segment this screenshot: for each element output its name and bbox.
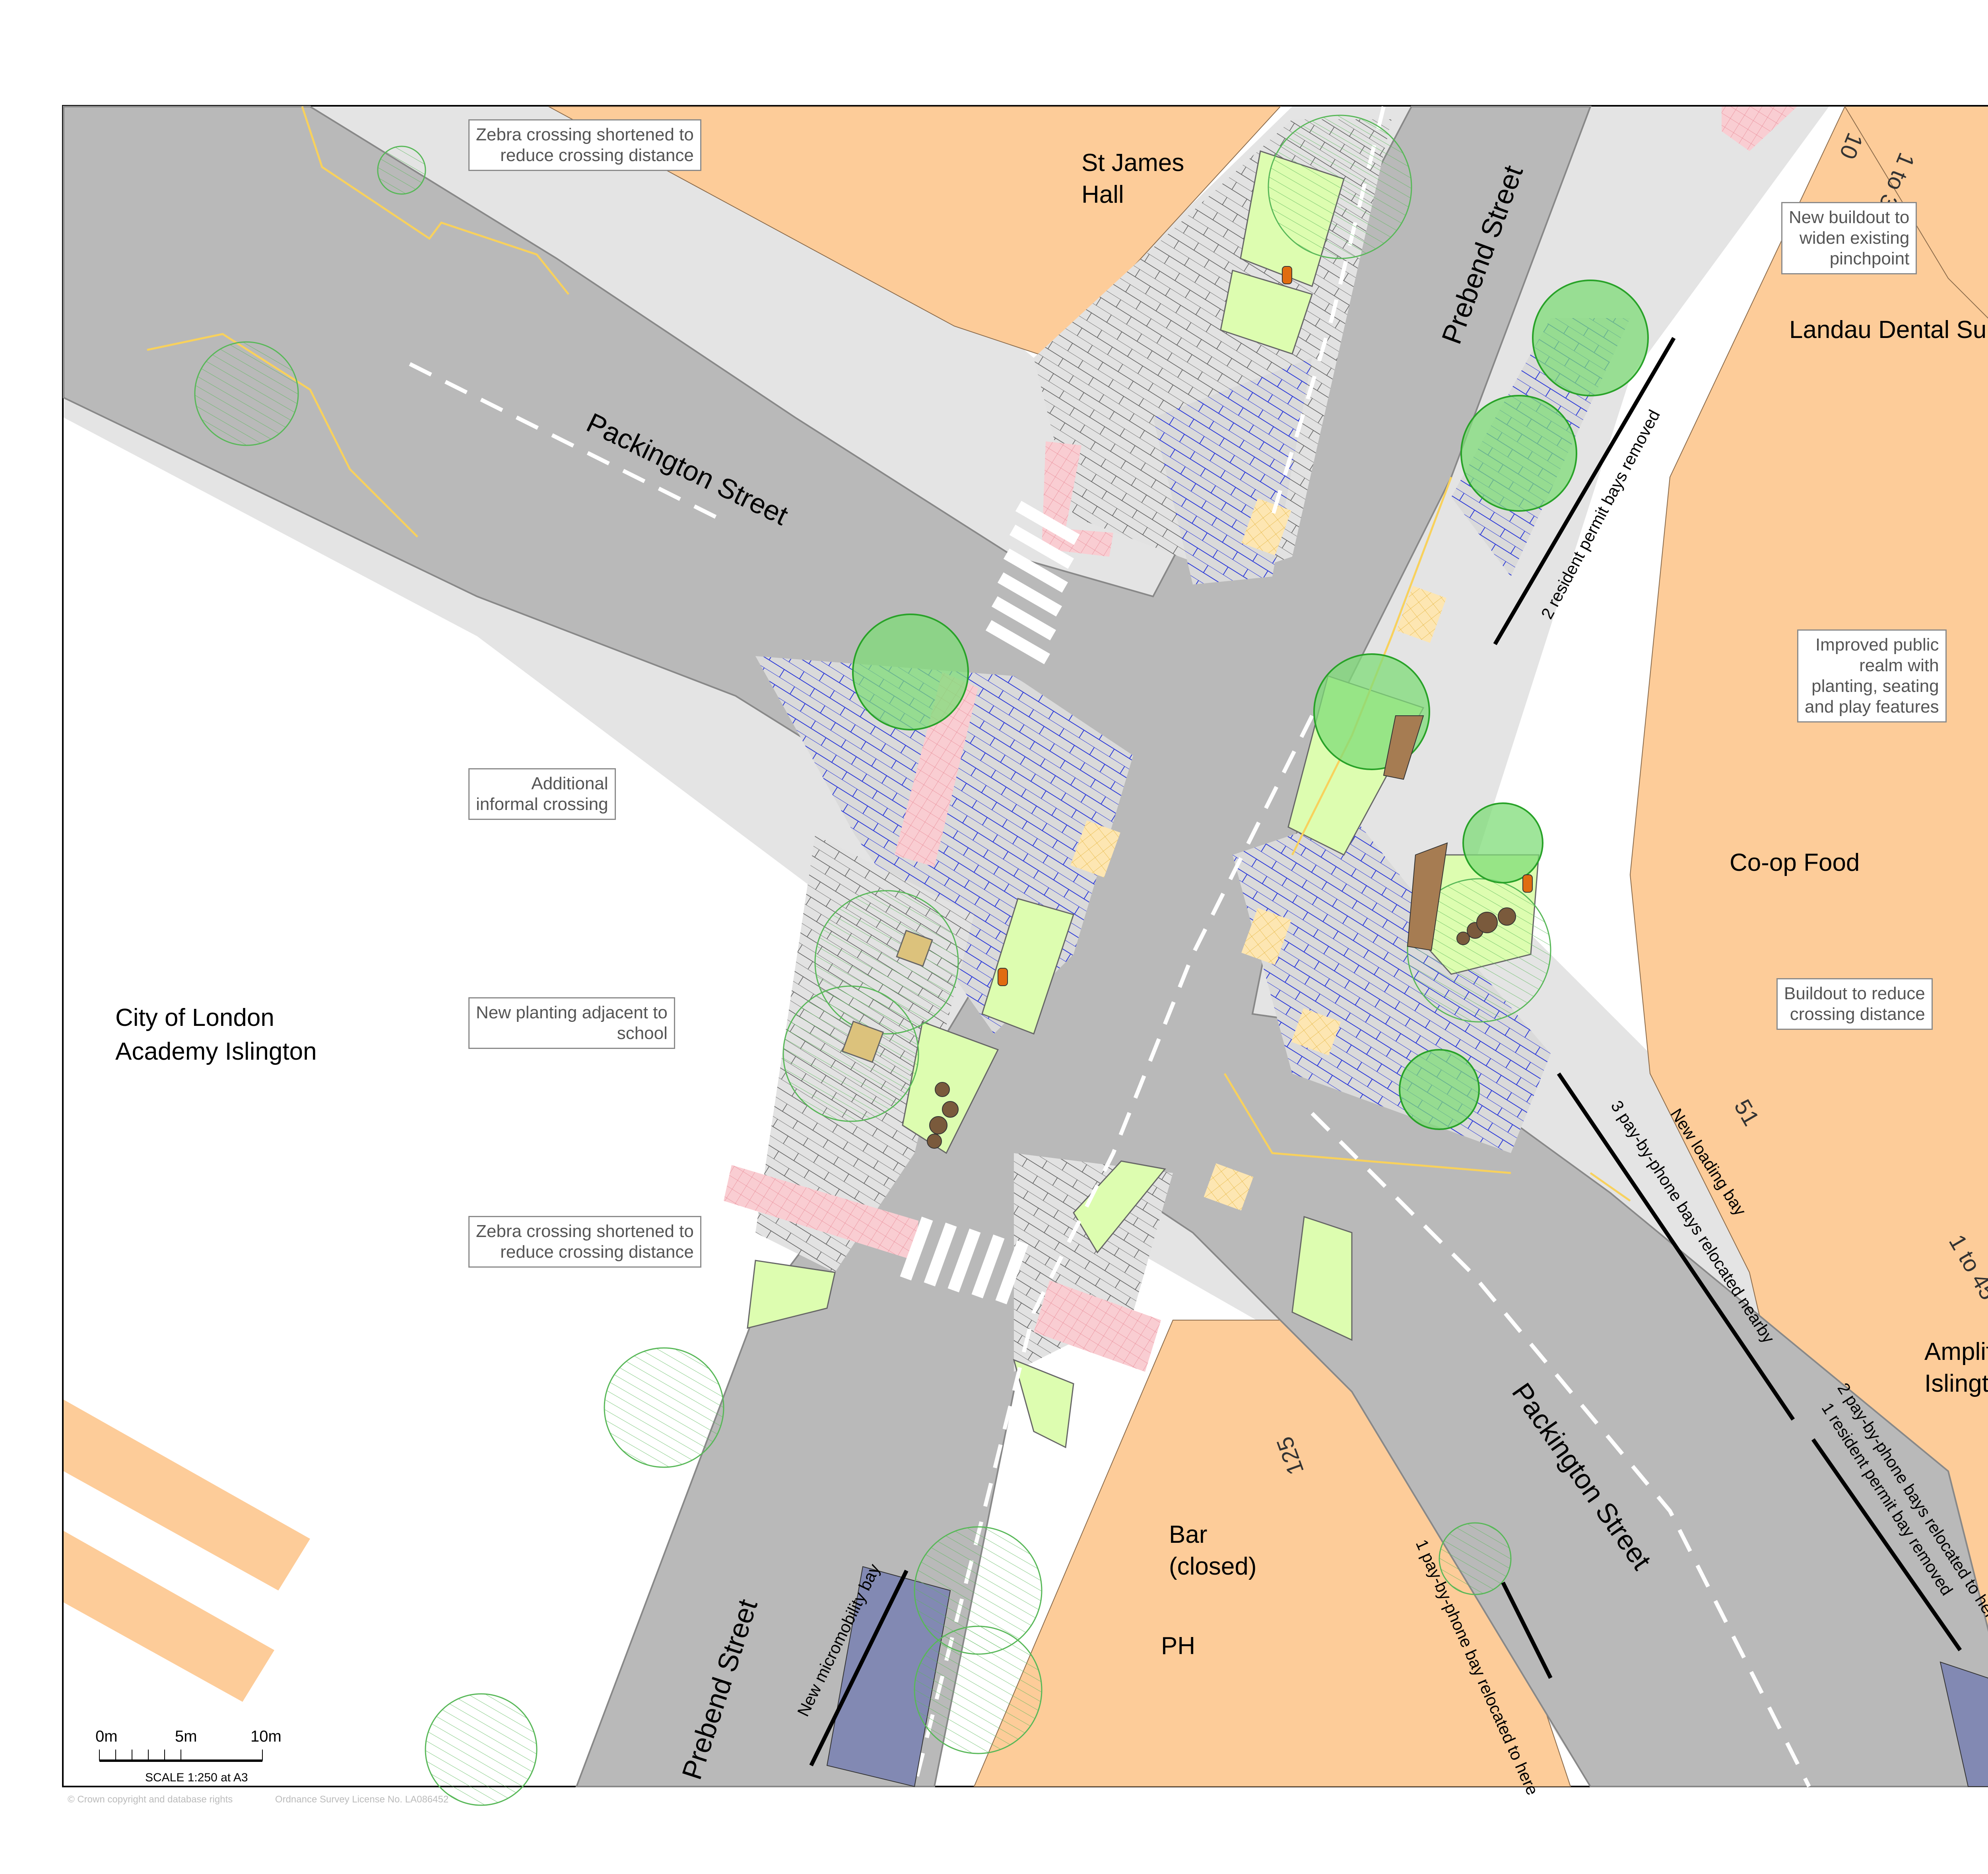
building-label-amplifon: AmplifonIslington — [1924, 1338, 1988, 1397]
cycle-hire-bays — [826, 1566, 1988, 1787]
svg-text:5m: 5m — [175, 1728, 197, 1745]
sensory-totems — [998, 266, 1533, 986]
building-label-coop-food: Co-op Food — [1730, 849, 1860, 876]
new-trees — [852, 280, 1649, 1130]
footer: © Crown copyright and database rights Or… — [68, 1794, 488, 1805]
lane-markings — [396, 106, 1811, 1788]
building-label-ph: PH — [1161, 1632, 1195, 1660]
building-label-landau-dental: Landau Dental Surgery — [1789, 316, 1988, 344]
buildings — [64, 105, 1988, 1787]
zebra-crossing-north — [985, 501, 1080, 664]
informal-tactile-paving — [1070, 498, 1446, 1211]
svg-text:10m: 10m — [250, 1728, 282, 1745]
scale-bar: 0m 5m 10m SCALE 1:250 at A3 — [56, 1710, 414, 1791]
zebra-tactile-paving — [724, 107, 1797, 1372]
svg-text:0m: 0m — [95, 1728, 118, 1745]
zebra-crossing-south — [900, 1216, 1029, 1305]
tree-pits — [841, 930, 933, 1063]
seating — [1383, 715, 1448, 951]
copyright-text: © Crown copyright and database rights — [68, 1794, 233, 1805]
license-text: Ordnance Survey License No. LA086452 — [275, 1794, 449, 1805]
building-label-bar-closed: Bar(closed) — [1169, 1521, 1257, 1580]
stepping-logs — [927, 907, 1516, 1149]
dimension-arrows — [809, 337, 1962, 1767]
svg-text:SCALE 1:250 at A3: SCALE 1:250 at A3 — [145, 1771, 248, 1784]
